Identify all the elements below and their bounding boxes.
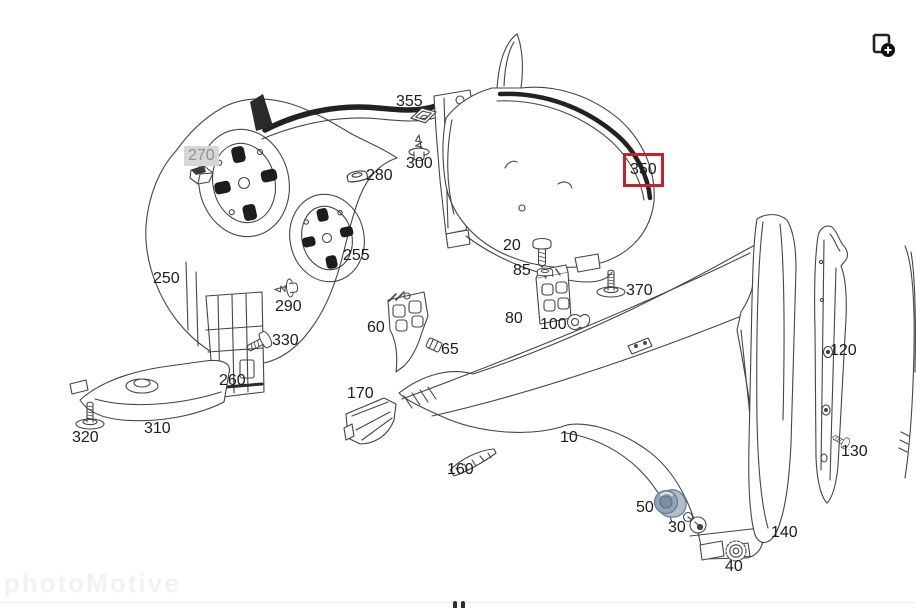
part-label-255[interactable]: 255	[343, 247, 370, 264]
part-label-310[interactable]: 310	[144, 420, 171, 437]
nut-85-drawing	[536, 267, 554, 277]
speed-nut-355-drawing	[410, 107, 437, 124]
trim-strip-160-drawing	[449, 448, 497, 477]
part-label-120[interactable]: 120	[830, 342, 857, 359]
part-label-370[interactable]: 370	[626, 282, 653, 299]
part-label-80[interactable]: 80	[505, 310, 523, 327]
page-edge-line	[0, 602, 916, 603]
fender-drawing	[398, 244, 765, 561]
rail-120-drawing	[814, 225, 848, 504]
stud-370-drawing	[596, 269, 626, 298]
part-label-355[interactable]: 355	[396, 93, 423, 110]
bracket-170-drawing	[343, 397, 397, 445]
part-label-30[interactable]: 30	[668, 519, 686, 536]
part-label-85[interactable]: 85	[513, 262, 531, 279]
part-label-330[interactable]: 330	[272, 332, 299, 349]
round-cover-255-drawing	[289, 193, 365, 283]
strip-140-drawing	[748, 214, 797, 543]
part-label-50[interactable]: 50	[636, 499, 654, 516]
part-label-320[interactable]: 320	[72, 429, 99, 446]
add-image-icon[interactable]	[869, 31, 897, 59]
bolt-50-drawing	[653, 489, 687, 518]
part-label-10[interactable]: 10	[560, 429, 578, 446]
part-label-160[interactable]: 160	[447, 461, 474, 478]
clip-270-drawing	[189, 165, 214, 185]
part-label-300[interactable]: 300	[406, 155, 433, 172]
part-label-20[interactable]: 20	[503, 237, 521, 254]
grommet-100-drawing	[566, 313, 591, 331]
cropped-text-fragment	[453, 601, 457, 608]
part-label-350[interactable]: 350	[623, 153, 664, 187]
clip-65-drawing	[425, 337, 443, 353]
watermark-text: photoMotive	[4, 568, 181, 598]
wheel-arch-liner-right-drawing	[433, 33, 655, 283]
part-label-260[interactable]: 260	[219, 372, 246, 389]
part-label-40[interactable]: 40	[725, 558, 743, 575]
bracket-60-drawing	[387, 291, 429, 373]
wheel-arch-liner-left-drawing	[145, 94, 439, 399]
part-label-290[interactable]: 290	[275, 298, 302, 315]
clip-30-drawing	[682, 511, 707, 534]
part-label-140[interactable]: 140	[771, 524, 798, 541]
part-label-100[interactable]: 100	[540, 316, 567, 333]
part-label-60[interactable]: 60	[367, 319, 385, 336]
part-label-280[interactable]: 280	[366, 167, 393, 184]
edge-sliver-drawing	[898, 245, 916, 479]
part-label-250[interactable]: 250	[153, 270, 180, 287]
cropped-text-fragment	[461, 601, 465, 608]
part-label-65[interactable]: 65	[441, 341, 459, 358]
part-label-130[interactable]: 130	[841, 443, 868, 460]
part-label-170[interactable]: 170	[347, 385, 374, 402]
part-label-270[interactable]: 270	[184, 146, 219, 166]
under-tray-310-drawing	[69, 359, 231, 422]
